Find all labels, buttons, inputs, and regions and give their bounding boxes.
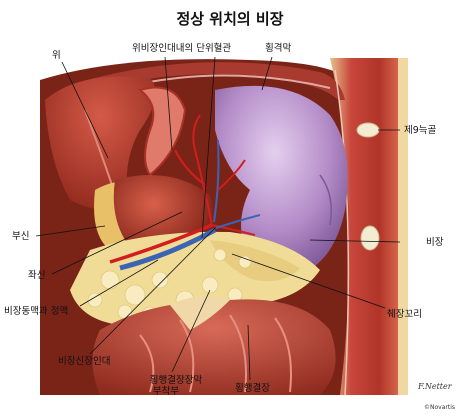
mesocolon-attachment (170, 296, 230, 330)
label-spleen: 비장 (426, 237, 444, 248)
label-transverse-colon: 횡행결장 (235, 383, 270, 394)
splenic-artery (109, 223, 213, 264)
label-diaphragm: 횡격막 (265, 43, 292, 54)
wall-fat (398, 58, 408, 395)
splenic-vein (119, 227, 217, 271)
label-splenic-vessels: 비장동맥과 정맥 (4, 306, 69, 317)
short-gastric-vessels (174, 114, 261, 236)
stomach-fold (84, 109, 113, 186)
pancreas-tail (210, 240, 300, 282)
diaphragm-band (80, 62, 345, 100)
label-kidney: 좌신 (28, 270, 46, 281)
label-adrenal: 부신 (12, 231, 30, 242)
colon-haustra (139, 314, 292, 393)
copyright-notice: ©Novartis (424, 404, 455, 411)
spleen (215, 85, 348, 276)
rib-10 (360, 225, 380, 251)
pleura-line (334, 69, 350, 396)
stomach (45, 76, 156, 212)
label-short-gastric-vessels: 위비장인대내의 단위혈관 (132, 43, 232, 54)
diagram-title: 정상 위치의 비장 (176, 10, 284, 28)
label-mesocolon-line2: 부착부 (152, 386, 180, 397)
artist-signature: F.Netter (418, 382, 452, 391)
stomach-cut-edge (137, 86, 187, 177)
rib-9 (356, 122, 380, 138)
label-splenorenal-ligament: 비장신장인대 (58, 356, 111, 367)
label-stomach: 위 (52, 50, 61, 61)
leader-lines (35, 56, 401, 381)
label-pancreas-tail: 췌장꼬리 (387, 309, 422, 320)
spleen-notch (319, 174, 332, 226)
label-mesocolon-line1: 횡행결장장막 (149, 375, 203, 386)
label-rib-9: 제9늑골 (404, 125, 437, 136)
